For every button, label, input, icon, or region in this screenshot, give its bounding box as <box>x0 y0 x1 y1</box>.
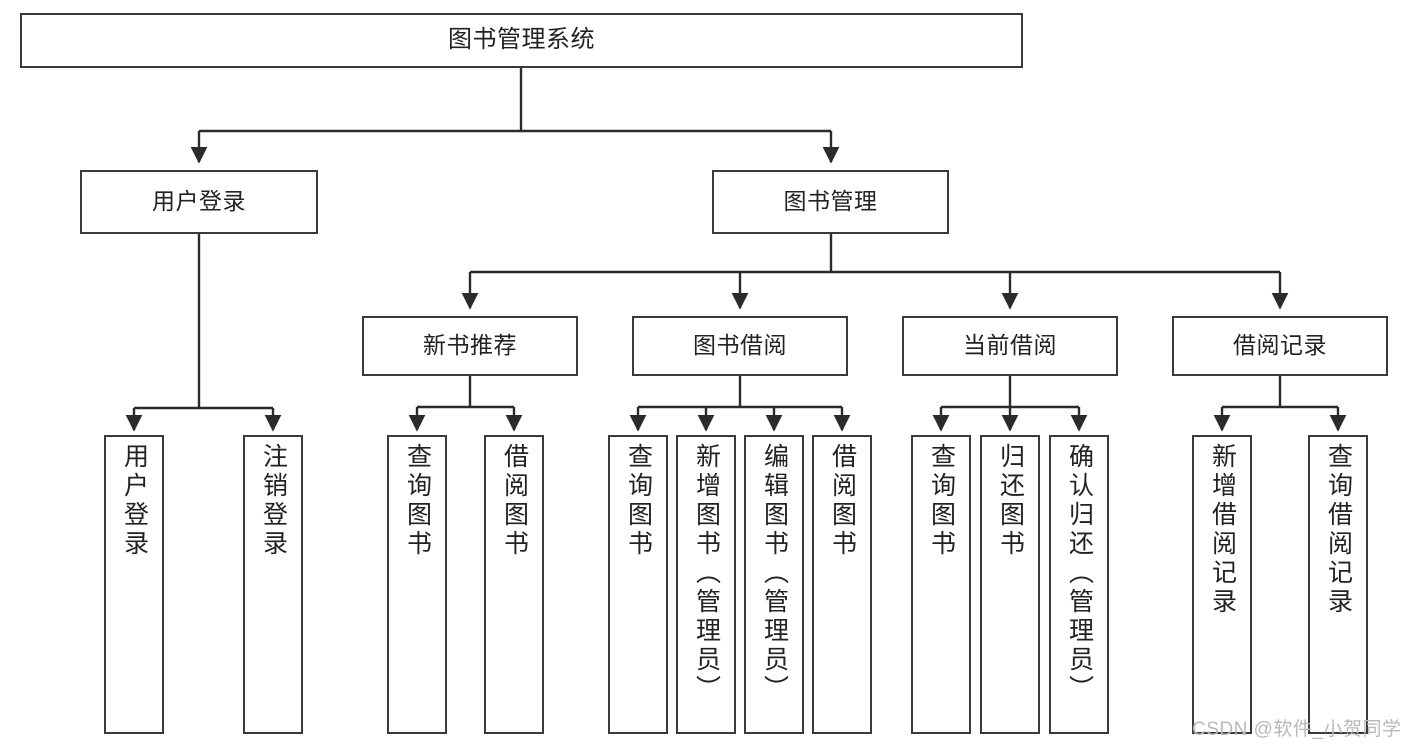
node-label: 当前借阅 <box>963 332 1057 359</box>
node-label: 查询图书 <box>403 443 432 559</box>
leaf-newbook-borrow-book[interactable]: 借阅图书 <box>484 435 544 734</box>
node-borrow-record[interactable]: 借阅记录 <box>1172 316 1388 376</box>
node-label: 查询图书 <box>927 443 956 559</box>
node-label: 图书管理 <box>783 188 878 215</box>
node-label: 借阅记录 <box>1233 332 1327 359</box>
leaf-borrow-edit-book-admin[interactable]: 编辑图书（管理员） <box>744 435 804 734</box>
node-book-borrow[interactable]: 图书借阅 <box>632 316 848 376</box>
node-label: 用户登录 <box>120 443 149 559</box>
leaf-borrow-borrow-book[interactable]: 借阅图书 <box>812 435 872 734</box>
node-label: 新增图书（管理员） <box>692 443 721 704</box>
node-label: 新增借阅记录 <box>1208 443 1237 617</box>
leaf-record-query-borrow-record[interactable]: 查询借阅记录 <box>1308 435 1368 734</box>
node-label: 图书借阅 <box>693 332 787 359</box>
leaf-current-query-book[interactable]: 查询图书 <box>911 435 971 734</box>
leaf-borrow-query-book[interactable]: 查询图书 <box>608 435 668 734</box>
node-book-management[interactable]: 图书管理 <box>712 170 949 234</box>
node-label: 借阅图书 <box>500 443 529 559</box>
leaf-current-confirm-return-admin[interactable]: 确认归还（管理员） <box>1049 435 1109 734</box>
node-book-management-system[interactable]: 图书管理系统 <box>20 13 1023 68</box>
node-label: 借阅图书 <box>828 443 857 559</box>
leaf-record-add-borrow-record[interactable]: 新增借阅记录 <box>1192 435 1252 734</box>
node-label: 归还图书 <box>996 443 1025 559</box>
node-label: 确认归还（管理员） <box>1065 443 1094 704</box>
node-label: 编辑图书（管理员） <box>760 443 789 704</box>
node-user-login[interactable]: 用户登录 <box>80 170 318 234</box>
node-current-borrow[interactable]: 当前借阅 <box>902 316 1118 376</box>
leaf-user-login[interactable]: 用户登录 <box>104 435 164 734</box>
node-label: 用户登录 <box>152 188 246 215</box>
node-label: 图书管理系统 <box>448 26 595 54</box>
leaf-borrow-add-book-admin[interactable]: 新增图书（管理员） <box>676 435 736 734</box>
csdn-watermark: CSDN @软件_小贺同学 <box>1192 719 1402 740</box>
node-label: 查询借阅记录 <box>1324 443 1353 617</box>
leaf-current-return-book[interactable]: 归还图书 <box>980 435 1040 734</box>
leaf-newbook-query-book[interactable]: 查询图书 <box>387 435 447 734</box>
node-label: 注销登录 <box>259 443 288 559</box>
node-new-book-recommend[interactable]: 新书推荐 <box>362 316 578 376</box>
node-label: 查询图书 <box>624 443 653 559</box>
leaf-user-logout[interactable]: 注销登录 <box>243 435 303 734</box>
node-label: 新书推荐 <box>423 332 517 359</box>
